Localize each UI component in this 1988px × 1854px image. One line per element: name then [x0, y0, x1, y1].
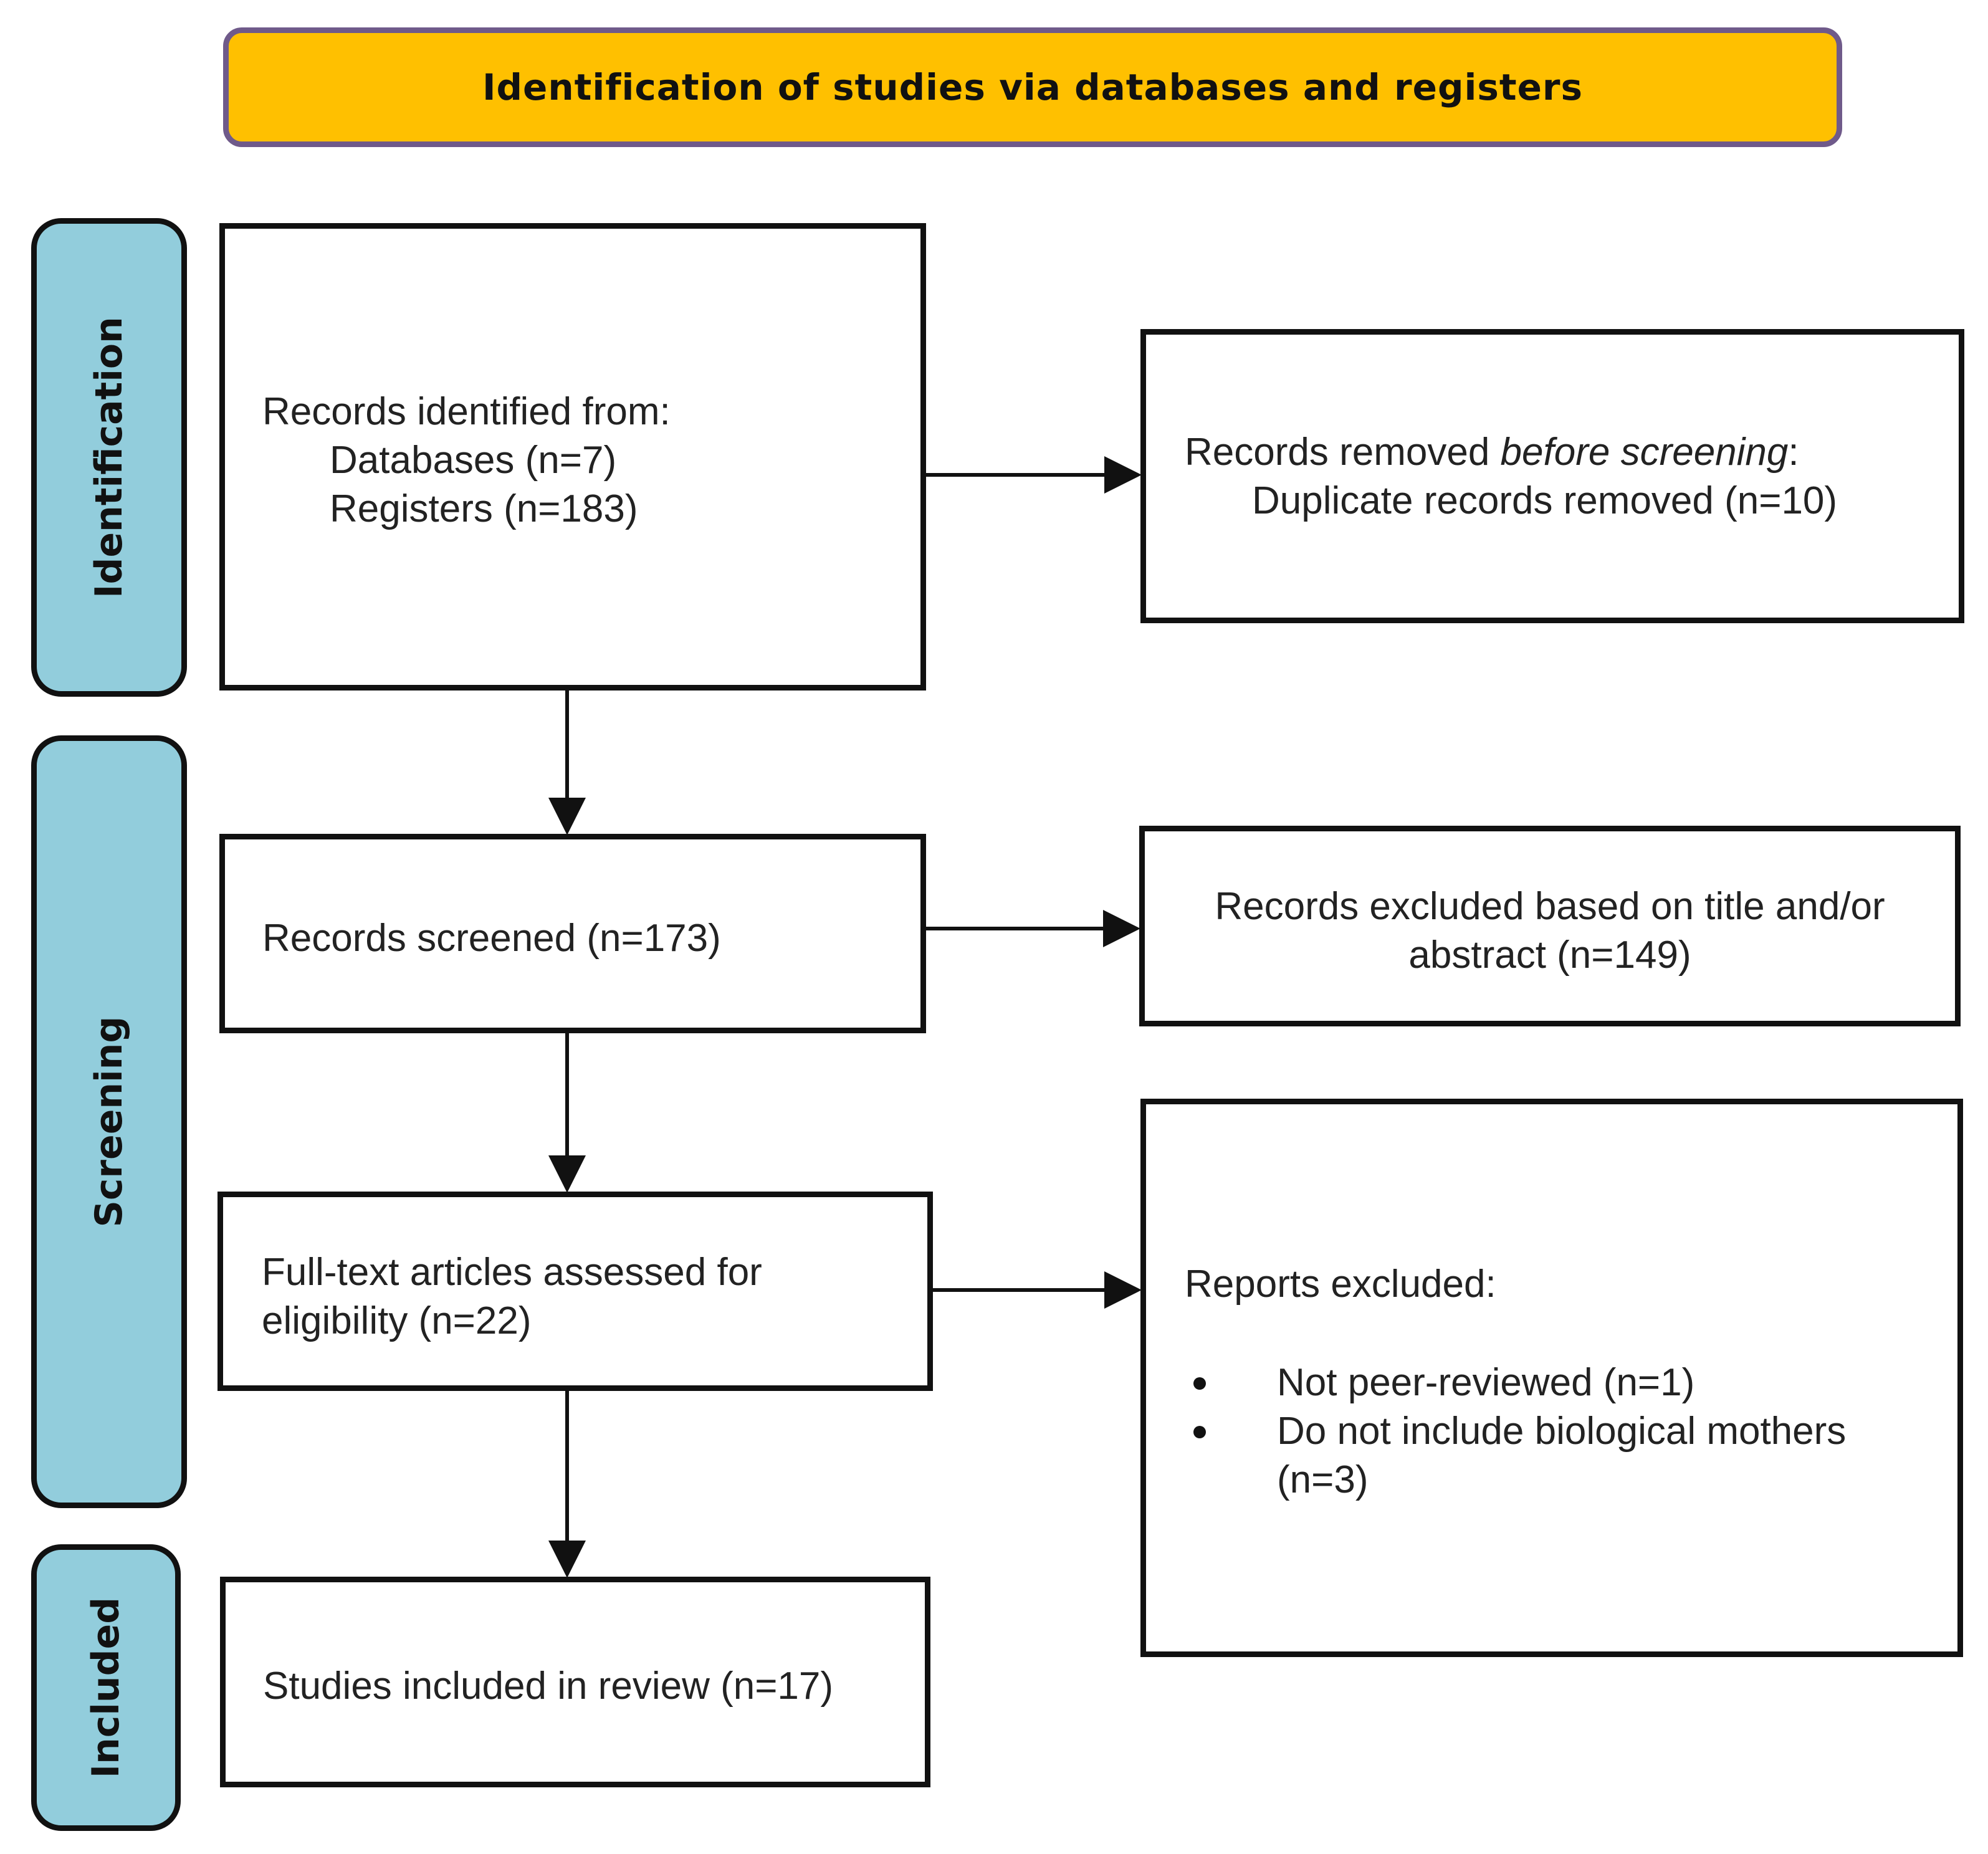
- records-excluded-line1: Records excluded based on title and/or: [1215, 885, 1885, 928]
- registers-count: Registers (n=183): [330, 487, 638, 530]
- records-removed-heading-prefix: Records removed: [1185, 431, 1501, 474]
- records-identified-heading: Records identified from:: [262, 390, 671, 433]
- studies-included-text: Studies included in review (n=17): [263, 1665, 834, 1708]
- reports-excluded-item: Not peer-reviewed (n=1): [1185, 1359, 1900, 1407]
- studies-included-box: Studies included in review (n=17): [220, 1577, 930, 1787]
- header-banner: Identification of studies via databases …: [223, 27, 1842, 147]
- phase-screening: Screening: [31, 735, 187, 1508]
- records-removed-box: Records removed before screening: Duplic…: [1140, 329, 1964, 623]
- records-excluded-box: Records excluded based on title and/or a…: [1139, 826, 1961, 1026]
- records-identified-box: Records identified from: Databases (n=7)…: [219, 223, 926, 690]
- duplicates-removed-count: Duplicate records removed (n=10): [1252, 479, 1838, 522]
- reports-excluded-heading: Reports excluded:: [1185, 1263, 1496, 1306]
- records-screened-box: Records screened (n=173): [219, 834, 926, 1033]
- header-title: Identification of studies via databases …: [482, 66, 1584, 108]
- records-excluded-line2: abstract (n=149): [1408, 934, 1691, 977]
- records-removed-heading-emphasis: before screening: [1500, 431, 1789, 474]
- reports-excluded-item: Do not include biological mothers (n=3): [1185, 1407, 1900, 1504]
- records-removed-heading: Records removed before screening:: [1185, 428, 1837, 477]
- fulltext-line2: eligibility (n=22): [262, 1299, 532, 1342]
- records-removed-heading-suffix: :: [1788, 431, 1799, 474]
- reports-excluded-box: Reports excluded: Not peer-reviewed (n=1…: [1140, 1099, 1963, 1657]
- fulltext-assessed-box: Full-text articles assessed for eligibil…: [217, 1192, 933, 1391]
- phase-included: Included: [31, 1544, 181, 1831]
- phase-identification: Identification: [31, 218, 187, 697]
- fulltext-line1: Full-text articles assessed for: [262, 1251, 762, 1294]
- reports-excluded-list: Not peer-reviewed (n=1) Do not include b…: [1185, 1359, 1900, 1504]
- databases-count: Databases (n=7): [330, 439, 617, 482]
- records-screened-text: Records screened (n=173): [262, 917, 721, 960]
